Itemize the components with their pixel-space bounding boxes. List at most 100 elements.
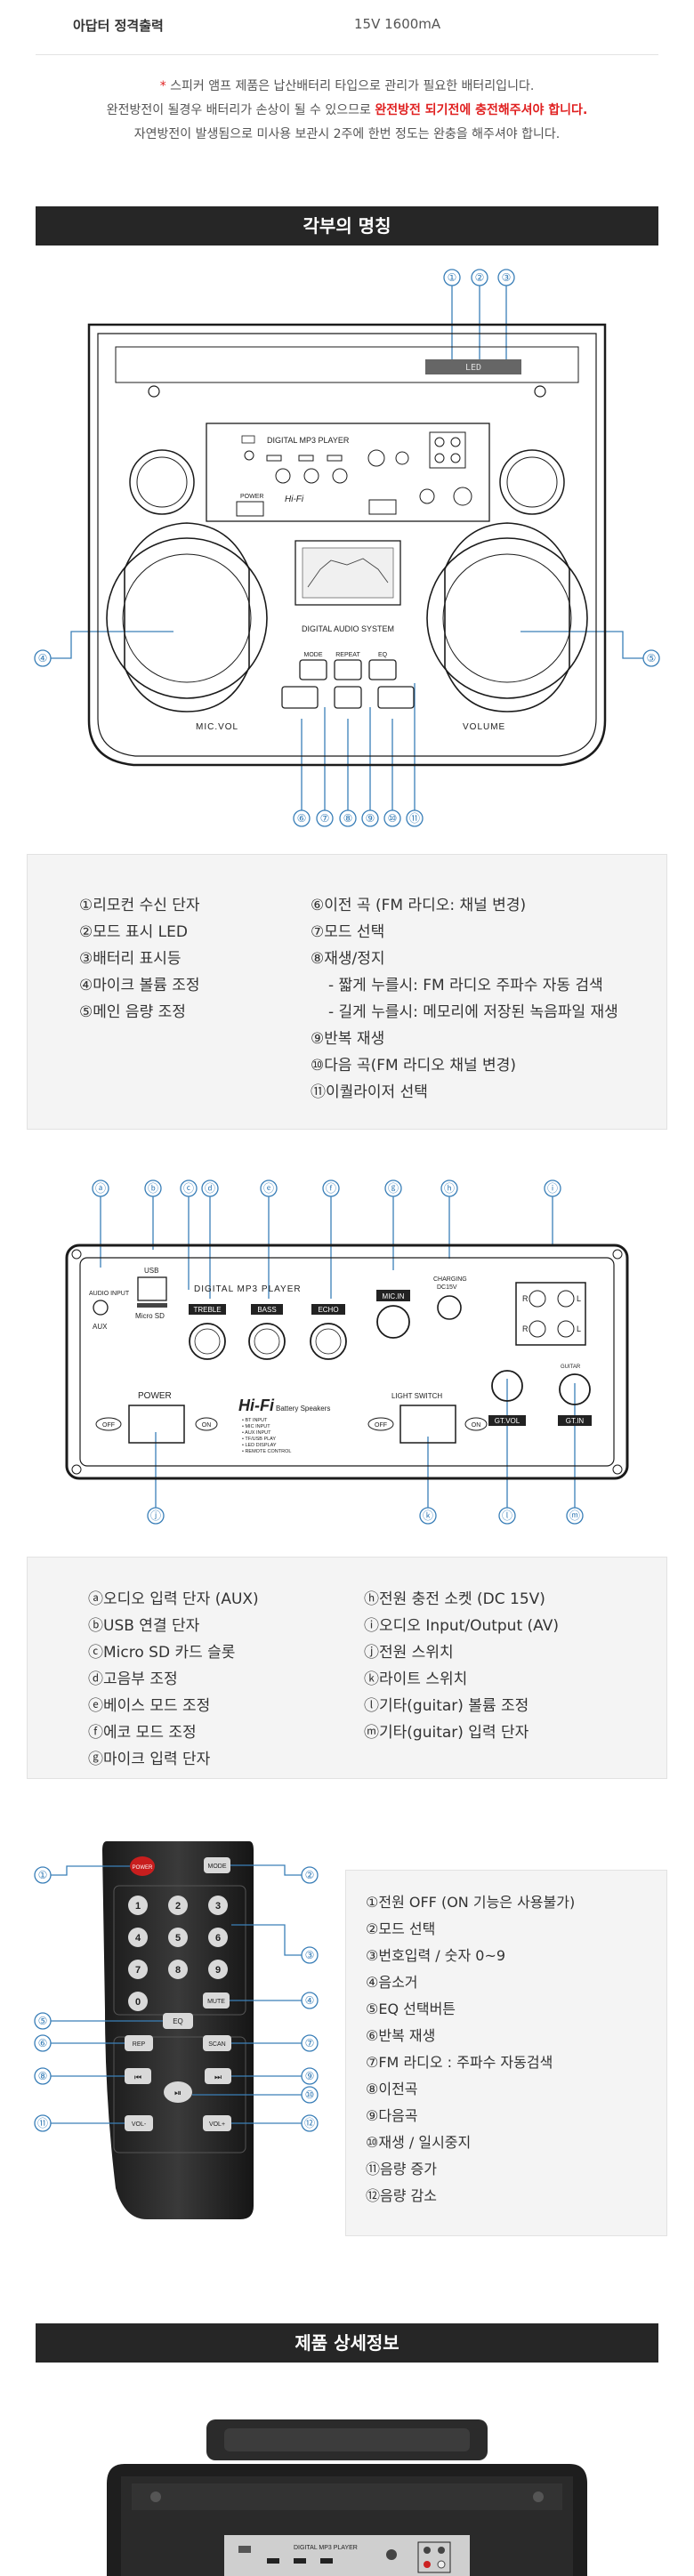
- rear-callout-g: ⓖ: [388, 1182, 399, 1195]
- svg-text:6: 6: [215, 1933, 221, 1944]
- remote-scan-label: SCAN: [208, 2041, 225, 2048]
- remote-rep-button[interactable]: [125, 2035, 153, 2051]
- rear-r-bottom: R: [522, 1324, 529, 1333]
- echo-knob[interactable]: [310, 1323, 347, 1360]
- front-callout-11: ⑪: [409, 812, 420, 825]
- front-prev-button[interactable]: [281, 686, 319, 709]
- remote-digit-5[interactable]: [168, 1928, 188, 1947]
- remote-callouts: ① ② ③ ④ ⑤ ⑥ ⑦ ⑧ ⑨ ⑩ ⑪ ⑫: [34, 1864, 319, 2132]
- front-eq-button[interactable]: [368, 659, 397, 680]
- rear-microsd-label: Micro SD: [135, 1312, 165, 1320]
- remote-digit-8[interactable]: [168, 1960, 188, 1979]
- led-display: [425, 359, 521, 374]
- front-legend-6: ⑥이전 곡 (FM 라디오: 채널 변경): [311, 897, 527, 914]
- front-callout-4: ④: [38, 652, 48, 664]
- gt-vol-knob[interactable]: [491, 1370, 523, 1402]
- remote-prev-button[interactable]: [125, 2068, 151, 2084]
- rear-legend-l: ⓛ기타(guitar) 볼륨 조정: [364, 1697, 529, 1715]
- remote-legend-12: ⑫음량 감소: [366, 2187, 437, 2204]
- note-line-2: 완전방전이 될경우 배터리가 손상이 될 수 있으므로 완전방전 되기전에 충전…: [106, 103, 588, 117]
- remote-legend-1: ①전원 OFF (ON 기능은 사용불가): [366, 1894, 576, 1911]
- remote-digit-2[interactable]: [168, 1896, 188, 1915]
- rear-legend-c: ⓒMicro SD 카드 슬롯: [88, 1644, 236, 1662]
- gt-in-jack[interactable]: [559, 1373, 591, 1405]
- rear-feature-1: • BT INPUT: [242, 1418, 268, 1423]
- front-next-button[interactable]: [377, 686, 415, 709]
- remote-eq-button[interactable]: [163, 2013, 193, 2029]
- svg-text:⏮: ⏮: [134, 2073, 141, 2082]
- remote-mode-button[interactable]: [204, 1857, 230, 1873]
- remote-scan-button[interactable]: [203, 2035, 231, 2051]
- rear-light-switch[interactable]: [399, 1405, 456, 1444]
- front-repeat-button[interactable]: [334, 659, 362, 680]
- remote-legend-6: ⑥반복 재생: [366, 2027, 436, 2044]
- section-title-detail: 제품 상세정보: [36, 2323, 658, 2363]
- remote-callout-7: ⑦: [305, 2037, 315, 2049]
- front-micvol-label: MIC.VOL: [196, 722, 238, 732]
- remote-digit-0[interactable]: [128, 1992, 148, 2011]
- remote-legend-11: ⑪음량 증가: [366, 2161, 437, 2178]
- front-callouts: ① ② ③ ④ ⑤ ⑥ ⑦ ⑧ ⑨ ⑩ ⑪: [34, 269, 660, 827]
- front-mode-label: MODE: [304, 652, 323, 658]
- rear-echo-label: ECHO: [318, 1306, 338, 1314]
- front-play-button[interactable]: [334, 686, 362, 709]
- dc-jack[interactable]: [437, 1295, 462, 1320]
- front-mode-button[interactable]: [299, 659, 327, 680]
- rear-legend-k: ⓚ라이트 스위치: [364, 1670, 468, 1688]
- rear-legend-i: ⓘ오디오 Input/Output (AV): [364, 1617, 559, 1635]
- section-title-names: 각부의 명칭: [36, 206, 658, 246]
- rear-callout-c: ⓒ: [183, 1182, 194, 1195]
- remote-digit-4[interactable]: [128, 1928, 148, 1947]
- remote-digit-9[interactable]: [208, 1960, 228, 1979]
- remote-digit-1[interactable]: [128, 1896, 148, 1915]
- rear-feature-4: • TF/USB PLAY: [242, 1437, 276, 1442]
- remote-rep-label: REP: [133, 2041, 146, 2048]
- remote-mute-button[interactable]: [203, 1992, 230, 2008]
- front-legend-11: ⑪이퀄라이저 선택: [311, 1083, 428, 1101]
- remote-digit-6[interactable]: [208, 1928, 228, 1947]
- rear-callout-b: ⓑ: [148, 1182, 158, 1195]
- front-volume-label: VOLUME: [463, 722, 505, 732]
- rear-power-switch[interactable]: [128, 1405, 185, 1444]
- remote-power-button[interactable]: [130, 1856, 155, 1876]
- remote-legend-8: ⑧이전곡: [366, 2081, 418, 2097]
- remote-mode-label: MODE: [208, 1864, 227, 1870]
- front-legend-8-short: - 짧게 누를시: FM 라디오 주파수 자동 검색: [328, 977, 603, 994]
- remote-callout-8: ⑧: [38, 2070, 48, 2082]
- remote-digit-7[interactable]: [128, 1960, 148, 1979]
- remote-legend-5: ⑤EQ 선택버튼: [366, 2000, 456, 2017]
- rear-dc-label: DC15V: [437, 1284, 457, 1291]
- rear-battery-label: Battery Speakers: [276, 1405, 330, 1413]
- front-system-label: DIGITAL AUDIO SYSTEM: [302, 624, 394, 633]
- rear-l-bottom: L: [577, 1324, 581, 1333]
- remote-next-button[interactable]: [205, 2068, 231, 2084]
- remote-legend-9: ⑨다음곡: [366, 2107, 418, 2124]
- front-power-label: POWER: [240, 494, 263, 500]
- mic-in-jack[interactable]: [376, 1305, 410, 1339]
- svg-text:0: 0: [135, 1997, 141, 2008]
- remote-callout-12: ⑫: [304, 2117, 315, 2129]
- bass-knob[interactable]: [248, 1323, 286, 1360]
- treble-knob[interactable]: [189, 1323, 226, 1360]
- remote-callout-3: ③: [305, 1949, 315, 1961]
- rear-legend-e: ⓔ베이스 모드 조정: [88, 1697, 211, 1715]
- rear-callout-a: ⓐ: [95, 1182, 106, 1195]
- remote-vol-minus-button[interactable]: [125, 2115, 153, 2131]
- svg-text:⏭: ⏭: [214, 2073, 222, 2082]
- remote-digit-3[interactable]: [208, 1896, 228, 1915]
- rear-legend-m: ⓜ기타(guitar) 입력 단자: [364, 1724, 529, 1742]
- rear-l-top: L: [577, 1294, 581, 1303]
- spec-label: 아답터 정격출력: [73, 18, 164, 34]
- rear-r-top: R: [522, 1294, 529, 1303]
- remote-legend-4: ④음소거: [366, 1974, 418, 1991]
- rear-micin-label: MIC.IN: [383, 1292, 405, 1300]
- remote-vol-plus-button[interactable]: [203, 2115, 231, 2131]
- rear-legend-j: ⓙ전원 스위치: [364, 1644, 454, 1662]
- rear-treble-label: TREBLE: [193, 1306, 221, 1314]
- svg-text:⏯: ⏯: [174, 2089, 182, 2098]
- remote-play-button[interactable]: [164, 2081, 192, 2103]
- front-callout-1: ①: [448, 271, 457, 284]
- svg-text:3: 3: [215, 1901, 221, 1912]
- rear-legend-d: ⓓ고음부 조정: [88, 1670, 178, 1688]
- front-callout-8: ⑧: [343, 812, 353, 825]
